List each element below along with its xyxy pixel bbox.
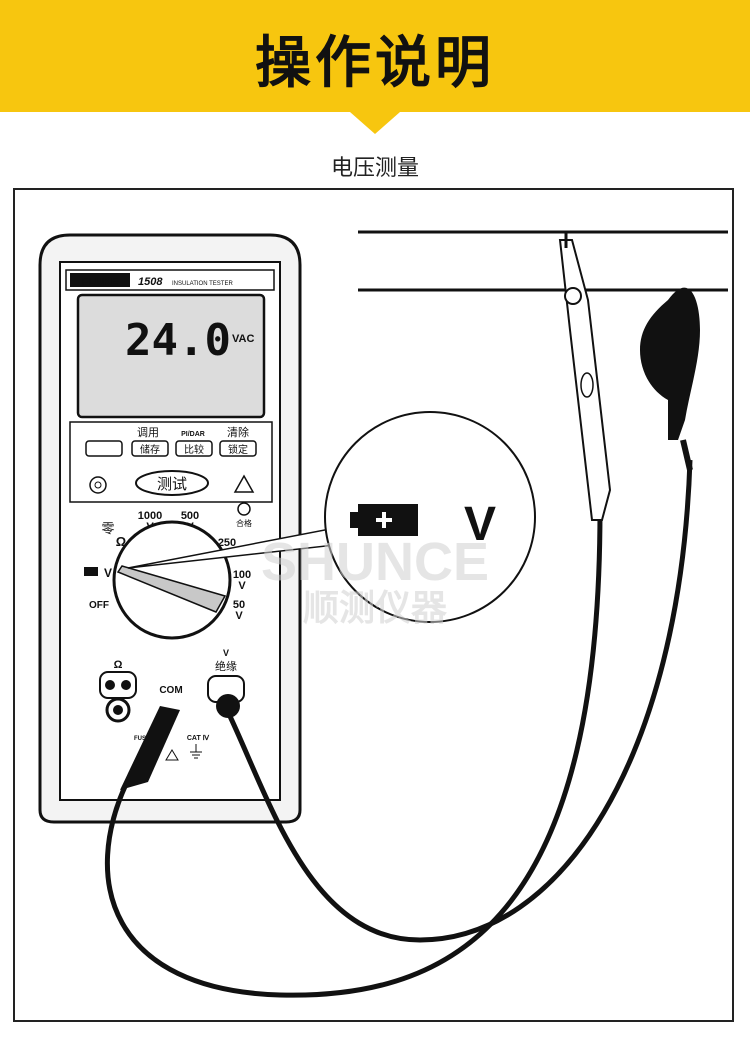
alligator-clip [640,287,700,440]
insulation-jack-label: 绝缘 [215,659,237,673]
compare-button-label: 比较 [184,443,204,456]
ohm-jack-label: Ω [114,659,123,671]
compare-button[interactable] [175,440,213,457]
warning-icon [233,474,255,493]
header-banner [0,0,750,112]
brand-logo: FLUKE [82,276,119,288]
test-leads [105,232,700,998]
watermark-brand: SHUNCE [261,532,489,592]
dial-100-label: 100 [233,569,251,581]
battery-icon [84,567,98,576]
cat-rating-label: CAT Ⅳ [187,734,210,742]
page-title: 操作说明 [255,31,495,96]
store-button[interactable] [131,440,169,457]
diagram-frame [13,188,734,1022]
lock-button-label: 锁定 [228,443,248,456]
dial-ohm-label: Ω [116,534,126,549]
lock-button[interactable] [219,440,257,457]
fuse-label: FUSE [134,736,150,742]
dial-250-label: 250 [218,537,236,549]
dial-off-label: OFF [89,600,109,611]
dial-50-unit: V [235,610,243,622]
dial-zero-label: 零 [101,522,114,537]
blank-button[interactable] [85,440,123,457]
page-subtitle: 电压测量 [330,156,419,181]
ground-icon [190,744,202,759]
multimeter: FLUKE 1508 INSULATION TESTER 24.0 VAC 调用… [38,233,302,824]
callout-bubble: V [127,411,536,623]
v-jack-label: V [223,648,229,658]
pidar-top-label: PI/DAR [181,431,205,438]
banner-pointer [350,112,400,134]
backlight-button[interactable] [89,476,107,494]
clear-top-label: 清除 [227,425,249,439]
dial-1000-label: 1000 [138,510,162,522]
dial-v-label: V [104,566,112,580]
display-reading: 24.0 [125,315,231,366]
warning-small-icon [165,749,179,761]
pass-label: 合格 [236,518,252,528]
dial-100-unit: V [238,580,246,592]
model-description: INSULATION TESTER [172,281,233,287]
model-number: 1508 [138,276,163,288]
recall-top-label: 调用 [137,426,159,439]
v-plug [216,694,240,718]
com-plug [120,706,180,790]
red-lead-wire [225,459,693,943]
watermark-name: 顺测仪器 [303,588,448,629]
dial-50-label: 50 [233,599,245,611]
dial-pointer [116,565,227,613]
test-button[interactable] [135,470,209,496]
com-jack-label: COM [159,685,182,696]
test-button-label: 测试 [157,475,187,493]
store-button-label: 储存 [140,443,160,456]
lcd-display [76,293,266,419]
pass-indicator [237,502,251,516]
callout-v-label: V [464,498,496,551]
display-unit: VAC [232,333,254,345]
dial-500-label: 500 [181,510,199,522]
black-lead-wire [105,509,603,998]
